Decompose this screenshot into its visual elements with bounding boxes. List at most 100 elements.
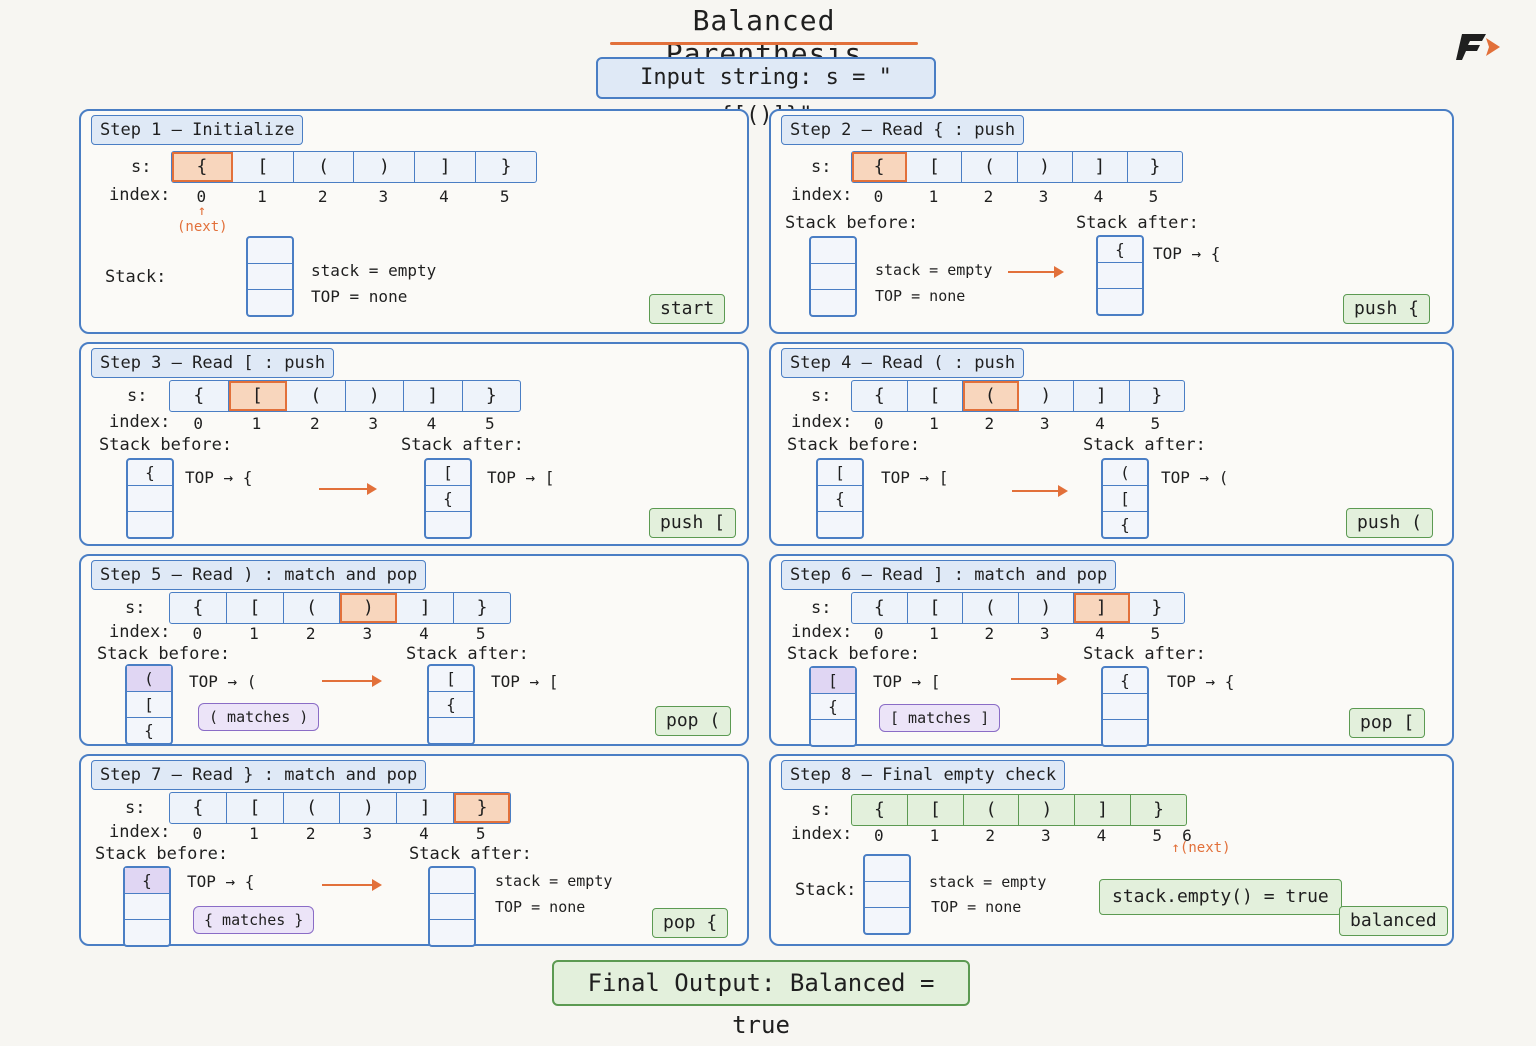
stack-slot [811, 720, 855, 745]
s-label: s: [811, 800, 832, 820]
top-pointer: TOP → [ [881, 468, 949, 487]
top-pointer: TOP → { [185, 468, 253, 487]
top-pointer: TOP → { [187, 872, 255, 891]
stack-slot [1103, 720, 1147, 745]
stack-slot: { [1120, 515, 1130, 534]
input-string-box: Input string: s = "{[()]}" [596, 57, 936, 128]
stack-slot: { [426, 486, 470, 512]
string-cell: [ [908, 795, 964, 825]
stack-slot [430, 868, 474, 894]
stack-status: stack = empty [495, 872, 613, 890]
index-value: 2 [310, 414, 320, 433]
step-1-panel: Step 1 — Initialize s: index: {[()]} ↑(n… [79, 109, 749, 334]
stack-slot [811, 290, 855, 315]
stack-slot [865, 856, 909, 882]
index-value: 4 [439, 187, 449, 206]
transition-arrow [1012, 485, 1068, 497]
index-value: 2 [317, 187, 328, 206]
stack-slot [1098, 289, 1142, 314]
string-array: {[()]} [171, 151, 537, 183]
stack-slot [811, 238, 855, 264]
transition-arrow [1008, 266, 1064, 278]
index-label: index: [109, 412, 171, 432]
stack-slot: [ [429, 666, 473, 692]
string-cell: ] [1073, 152, 1128, 182]
stack-before: [{ [809, 666, 857, 747]
stack-slot: ( [127, 666, 171, 692]
index-value: 5 [475, 824, 486, 843]
stack-after-label: Stack after: [1083, 435, 1206, 455]
top-pointer: TOP → [ [487, 468, 555, 487]
string-cell: } [500, 156, 512, 177]
stack-slot [426, 512, 470, 537]
extra-index: 6 [1182, 826, 1192, 845]
string-array: {[()]} [851, 380, 1185, 412]
string-cell: { [172, 152, 233, 182]
stack [246, 236, 294, 317]
top-pointer: TOP → [ [873, 672, 941, 691]
index-value: 0 [873, 187, 884, 206]
index-label: index: [791, 185, 853, 205]
stack-status: stack = empty [929, 873, 1047, 891]
string-cell: [ [907, 152, 963, 182]
index-label: index: [109, 822, 171, 842]
stack-slot [865, 882, 909, 908]
stack-before-label: Stack before: [785, 213, 919, 233]
string-cell: [ [908, 593, 963, 623]
next-pointer: ↑(next) [1171, 840, 1231, 856]
index-value: 0 [193, 414, 203, 433]
step-title: Step 3 — Read [ : push [91, 348, 335, 378]
step-badge: push ( [1346, 508, 1434, 538]
string-array: {[()]} [851, 151, 1183, 183]
string-cell: { [852, 795, 908, 825]
index-value: 4 [426, 414, 437, 433]
stack-after: { [1096, 235, 1144, 316]
stack-label: Stack: [105, 267, 167, 287]
step-6-panel: Step 6 — Read ] : match and pop s: index… [769, 554, 1454, 747]
s-label: s: [131, 157, 152, 177]
string-cell: } [1151, 597, 1163, 618]
index-value: 3 [1039, 414, 1050, 433]
index-value: 5 [1148, 187, 1159, 206]
string-cell: ( [294, 152, 355, 182]
top-status: TOP = none [311, 287, 408, 306]
stack-slot: { [125, 868, 169, 894]
index-value: 4 [1093, 187, 1104, 206]
stack-before [809, 236, 857, 317]
stack-slot: { [429, 692, 473, 718]
string-cell: } [1151, 385, 1163, 406]
string-cell: ( [963, 593, 1019, 623]
step-7-panel: Step 7 — Read } : match and pop s: index… [79, 754, 749, 947]
next-pointer: ↑(next) [177, 203, 228, 235]
string-cell: ( [284, 793, 341, 823]
stack-slot [248, 290, 292, 315]
string-cell: { [852, 593, 908, 623]
string-cell: [ [908, 381, 963, 411]
stack-after: [{ [424, 458, 472, 539]
transition-arrow [322, 675, 382, 687]
step-2-panel: Step 2 — Read { : push s: index: {[()]} … [769, 109, 1454, 334]
index-value: 0 [873, 414, 884, 433]
final-output: Final Output: Balanced = true [552, 960, 970, 1039]
string-cell: [ [228, 381, 287, 411]
empty-check: stack.empty() = true [1099, 879, 1342, 915]
top-pointer: TOP → [ [491, 672, 559, 691]
string-cell: ) [1019, 795, 1076, 825]
string-cell: [ [227, 793, 284, 823]
stack-slot: [ [127, 692, 171, 718]
brand-logo-icon [1456, 34, 1500, 60]
stack-before: { [123, 866, 171, 947]
index-value: 1 [251, 414, 262, 433]
stack-slot [429, 718, 473, 743]
index-value: 0 [873, 624, 884, 643]
transition-arrow [319, 483, 377, 495]
stack-before: ([ { [125, 664, 173, 745]
string-cell: } [1149, 156, 1161, 177]
stack-slot [125, 920, 169, 945]
stack-slot: { [1098, 237, 1142, 263]
stack-status: stack = empty [875, 261, 993, 279]
stack-slot [811, 264, 855, 290]
stack-after [428, 866, 476, 947]
stack-slot: { [144, 721, 154, 740]
string-cell: ) [346, 381, 404, 411]
